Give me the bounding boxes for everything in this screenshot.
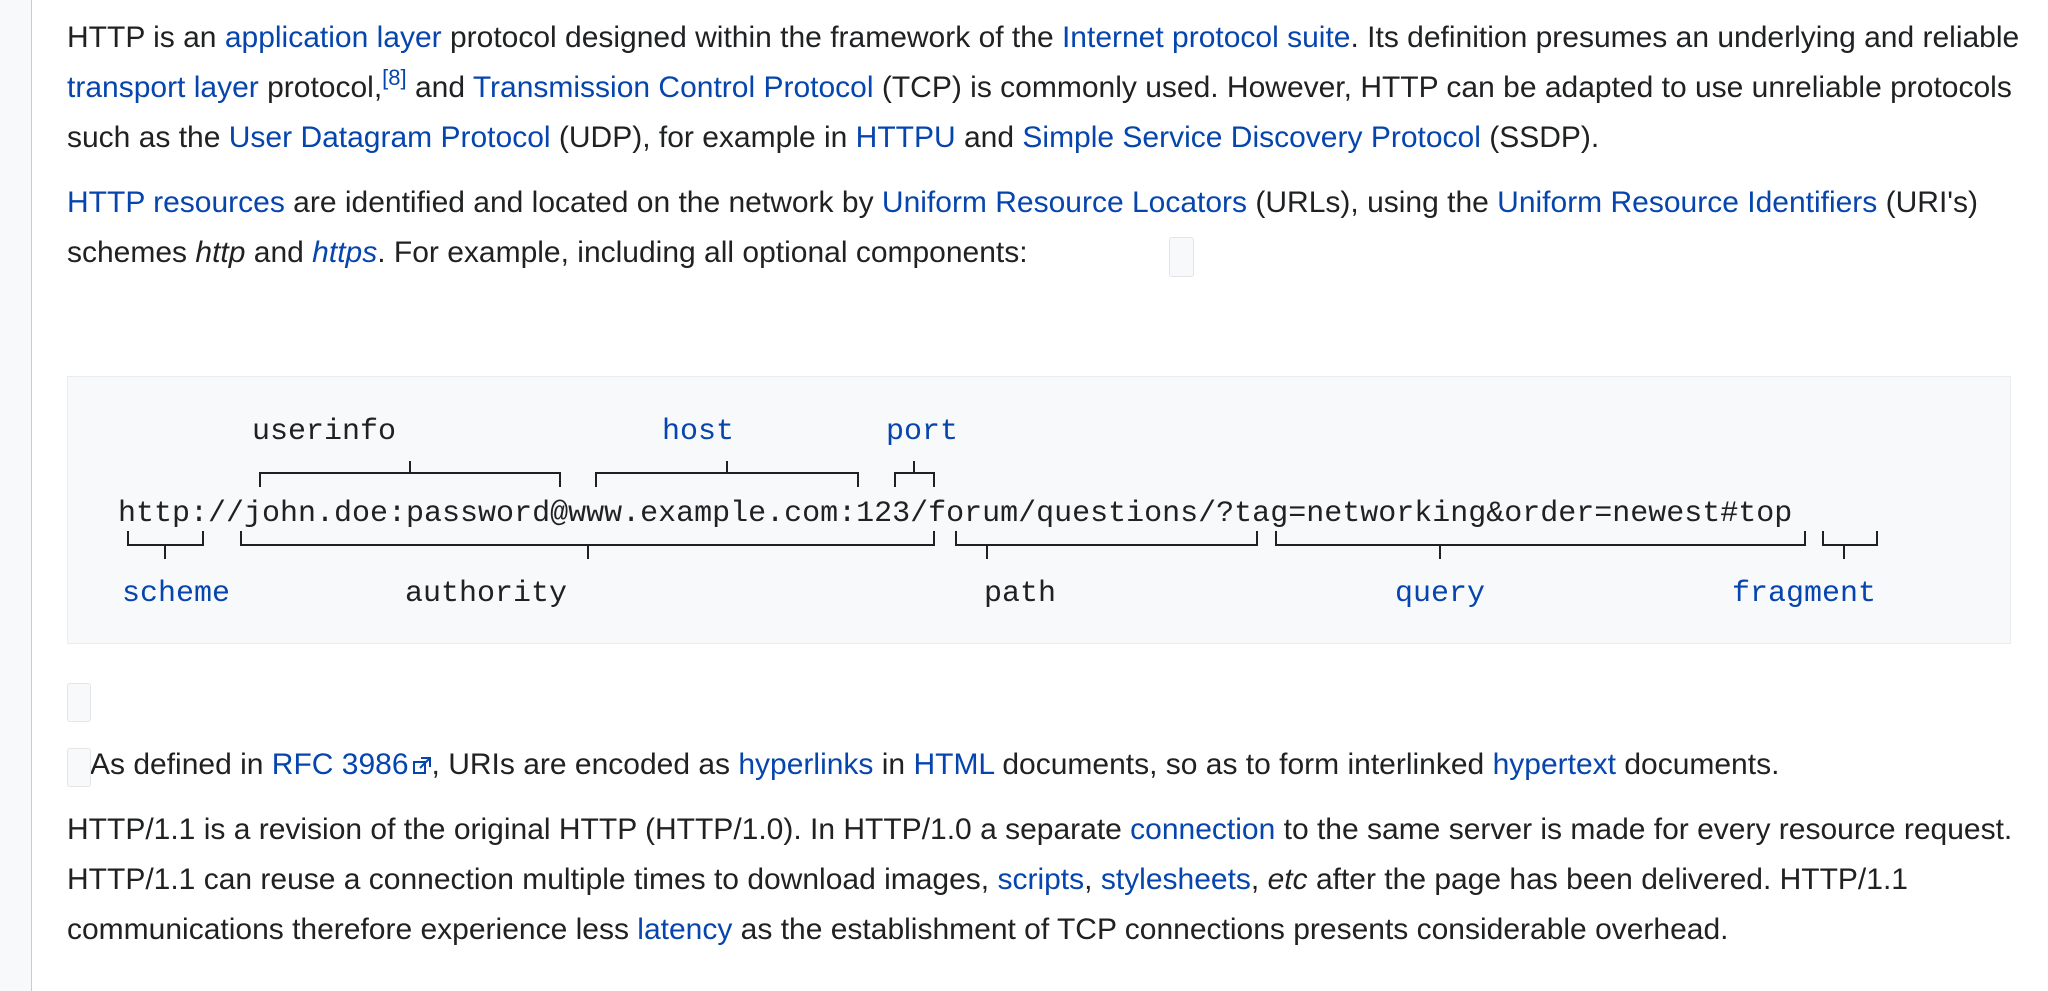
text: (TCP) is commonly used. However, HTTP ca… xyxy=(67,71,2012,154)
text: documents. xyxy=(1615,748,1780,781)
text: (UDP), for example in xyxy=(550,121,856,154)
example-url: http://john.doe:password@www.example.com… xyxy=(118,497,1792,531)
label-host: host xyxy=(662,415,734,449)
edit-placeholder-3[interactable] xyxy=(67,748,91,787)
link-rfc-3986[interactable]: RFC 3986 xyxy=(272,748,432,781)
label-query: query xyxy=(1395,577,1485,611)
label-userinfo: userinfo xyxy=(252,415,396,449)
external-link-icon xyxy=(412,757,431,774)
text: are identified and located on the networ… xyxy=(284,186,882,219)
uri-diagram-svg: userinfo host port http://john.doe:passw… xyxy=(118,415,1878,611)
text: and xyxy=(955,121,1023,154)
paragraph-rfc3986: As defined in RFC 3986 , URIs are encoded… xyxy=(90,740,1990,790)
link-transmission-control-protocol[interactable]: Transmission Control Protocol xyxy=(472,71,874,104)
left-rail xyxy=(0,0,32,991)
text: (URI's) schemes xyxy=(67,186,1979,269)
emphasis-https: https xyxy=(312,236,378,269)
text: in xyxy=(873,748,914,781)
text: . For example, including all optional co… xyxy=(377,236,1028,269)
text: protocol designed within the framework o… xyxy=(441,21,1062,54)
link-rfc-3986-label: RFC 3986 xyxy=(271,748,409,781)
link-connection[interactable]: connection xyxy=(1130,813,1276,846)
paragraph-http-definition: HTTP is an application layer protocol de… xyxy=(67,13,2027,163)
label-path: path xyxy=(984,577,1056,611)
text: (SSDP). xyxy=(1480,121,1600,154)
text: protocol, xyxy=(258,71,383,104)
link-latency[interactable]: latency xyxy=(637,913,733,946)
text: and xyxy=(245,236,313,269)
text: (URLs), using the xyxy=(1247,186,1498,219)
bracket-query xyxy=(1275,531,1806,559)
uri-syntax-diagram: userinfo host port http://john.doe:passw… xyxy=(67,376,2011,644)
text: and xyxy=(406,71,473,104)
link-stylesheets[interactable]: stylesheets xyxy=(1100,863,1251,896)
link-html[interactable]: HTML xyxy=(913,748,995,781)
label-fragment: fragment xyxy=(1732,577,1876,611)
text: , URIs are encoded as xyxy=(431,748,739,781)
bracket-host xyxy=(595,461,859,487)
label-authority: authority xyxy=(405,577,567,611)
bracket-port xyxy=(894,461,935,487)
link-scheme[interactable]: scheme xyxy=(122,577,230,611)
text: . Its definition presumes an underlying … xyxy=(1350,21,2020,54)
link-user-datagram-protocol[interactable]: User Datagram Protocol xyxy=(228,121,551,154)
link-transport-layer[interactable]: transport layer xyxy=(67,71,259,104)
link-http-resources[interactable]: HTTP resources xyxy=(67,186,285,219)
label-scheme: scheme xyxy=(122,577,230,611)
text: , xyxy=(1084,863,1101,896)
link-ssdp[interactable]: Simple Service Discovery Protocol xyxy=(1022,121,1481,154)
text: HTTP is an xyxy=(67,21,225,54)
citation-8[interactable]: [8] xyxy=(382,65,407,90)
bracket-authority xyxy=(240,531,935,559)
link-internet-protocol-suite[interactable]: Internet protocol suite xyxy=(1061,21,1351,54)
text: , xyxy=(1250,863,1268,896)
bracket-userinfo xyxy=(259,461,561,487)
link-host[interactable]: host xyxy=(662,415,734,449)
text: to the same server is made for every res… xyxy=(67,813,2013,896)
emphasis-etc: etc xyxy=(1267,863,1308,896)
edit-placeholder-2[interactable] xyxy=(67,683,91,722)
link-httpu[interactable]: HTTPU xyxy=(855,121,956,154)
text: after the page has been delivered. HTTP/… xyxy=(67,863,1908,946)
text: As defined in xyxy=(90,748,272,781)
link-application-layer[interactable]: application layer xyxy=(224,21,442,54)
paragraph-http11: HTTP/1.1 is a revision of the original H… xyxy=(67,805,2027,955)
text: HTTP/1.1 is a revision of the original H… xyxy=(67,813,1131,846)
link-hyperlinks[interactable]: hyperlinks xyxy=(738,748,874,781)
emphasis-http: http xyxy=(195,236,246,269)
link-port[interactable]: port xyxy=(886,415,958,449)
link-uniform-resource-locators[interactable]: Uniform Resource Locators xyxy=(881,186,1248,219)
text: documents, so as to form interlinked xyxy=(994,748,1493,781)
bracket-scheme xyxy=(127,531,204,559)
edit-placeholder-1[interactable] xyxy=(1169,237,1194,277)
link-scripts[interactable]: scripts xyxy=(997,863,1085,896)
bracket-fragment xyxy=(1822,531,1878,559)
label-port: port xyxy=(886,415,958,449)
link-hypertext[interactable]: hypertext xyxy=(1492,748,1616,781)
paragraph-http-resources: HTTP resources are identified and locate… xyxy=(67,178,2027,278)
link-query[interactable]: query xyxy=(1395,577,1485,611)
link-uniform-resource-identifiers[interactable]: Uniform Resource Identifiers xyxy=(1497,186,1878,219)
bracket-path xyxy=(955,531,1258,559)
link-fragment[interactable]: fragment xyxy=(1732,577,1876,611)
text: as the establishment of TCP connections … xyxy=(732,913,1729,946)
link-https[interactable]: https xyxy=(312,236,377,269)
